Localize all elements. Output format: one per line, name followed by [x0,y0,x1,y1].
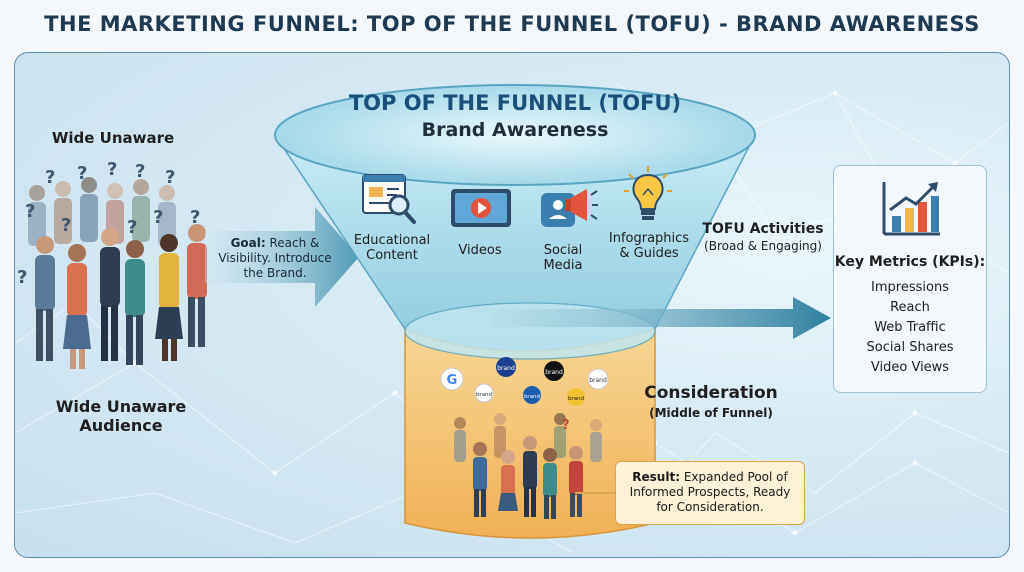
result-connector [575,492,615,494]
kpi-title: Key Metrics (KPIs): [834,254,986,270]
audience-bottom-label-line2: Audience [79,416,163,435]
kpi-item: Web Traffic [874,320,946,335]
consideration-subtitle: (Middle of Funnel) [649,406,773,420]
audience-bottom-label-line1: Wide Unaware [55,397,187,416]
unaware-crowd: ???? ???? ??? [17,159,207,369]
bubble-label: brand [497,365,515,372]
svg-text:?: ? [165,167,175,188]
crowd-people [28,177,207,369]
kpi-panel: Key Metrics (KPIs): Impressions Reach We… [833,165,987,393]
document-magnifier-icon [362,174,416,224]
tofu-activities-title: TOFU Activities [702,221,824,237]
bubble-label: brand [545,369,563,376]
svg-text:?: ? [61,215,71,236]
svg-text:?: ? [45,167,55,188]
activity-label-line1: Educational [353,233,431,248]
result-line3: for Consideration. [656,500,764,514]
goal-bold: Goal: [230,236,266,250]
bubble-label: brand [589,377,607,384]
svg-text:?: ? [190,207,200,228]
activity-label-line1: Social [543,243,583,258]
svg-text:?: ? [17,267,27,288]
activity-infographics: Infographics & Guides [599,231,699,261]
question-marks: ???? ???? ??? [17,159,200,288]
megaphone-icon [541,189,598,227]
video-play-icon [451,189,511,227]
audience-bottom-label: Wide Unaware Audience [31,397,211,435]
result-bold: Result: [632,470,680,484]
tofu-activities-subtitle: (Broad & Engaging) [704,239,822,253]
kpi-item: Video Views [870,360,950,375]
goal-text: Goal: Reach & Visibility. Introduce the … [213,236,337,281]
svg-text:?: ? [135,161,145,182]
result-line2: Informed Prospects, Ready [629,485,791,499]
funnel-title: TOP OF THE FUNNEL (TOFU) [348,91,682,115]
brand-bubbles: G brand brand brand brand brand brand [440,357,609,406]
activity-label-line1: Infographics [608,231,690,246]
kpi-arrow [493,297,831,339]
consideration-title: Consideration [644,383,778,403]
activity-educational-content: Educational Content [347,233,437,263]
bubble-label: brand [476,392,492,398]
lightbulb-icon [624,166,672,220]
diagram-frame: ???? ???? ??? Wide Unaware Wide Unaware … [14,52,1010,558]
svg-text:?: ? [127,217,137,238]
goal-line3: the Brand. [243,266,307,280]
activity-label-line2: Media [543,258,583,273]
kpi-item: Impressions [871,280,949,295]
result-line1: Expanded Pool of [680,470,788,484]
result-box: Result: Expanded Pool of Informed Prospe… [615,461,805,525]
goal-arrow [205,207,359,307]
activity-label-line2: Content [366,248,418,263]
goal-line1: Reach & [265,236,320,250]
svg-text:?: ? [153,207,163,228]
svg-text:?: ? [107,159,117,180]
audience-top-label: Wide Unaware [51,129,175,147]
result-text: Result: Expanded Pool of Informed Prospe… [616,470,804,515]
page-title: THE MARKETING FUNNEL: TOP OF THE FUNNEL … [44,12,980,36]
tofu-activities-label: TOFU Activities (Broad & Engaging) [695,221,831,253]
bubble-label: G [447,373,458,388]
bubble-label: brand [524,394,540,400]
informed-prospects-crowd: G brand brand brand brand brand brand [440,357,609,519]
kpi-list: Impressions Reach Web Traffic Social Sha… [834,278,986,378]
consideration-label: Consideration (Middle of Funnel) [621,383,801,420]
funnel-subtitle: Brand Awareness [421,119,609,141]
bubble-label: brand [568,396,584,402]
kpi-item: Social Shares [866,340,954,355]
svg-text:?: ? [77,163,87,184]
bar-chart-growth-icon [882,182,940,236]
activity-videos: Videos [458,243,502,258]
kpi-item: Reach [890,300,930,315]
svg-text:?: ? [25,201,35,222]
activity-social-media: Social Media [531,243,595,273]
activity-label-line2: & Guides [619,246,679,261]
prospect-people: ? [454,413,602,519]
goal-line2: Visibility. Introduce [218,251,332,265]
question-mark: ? [562,418,570,433]
